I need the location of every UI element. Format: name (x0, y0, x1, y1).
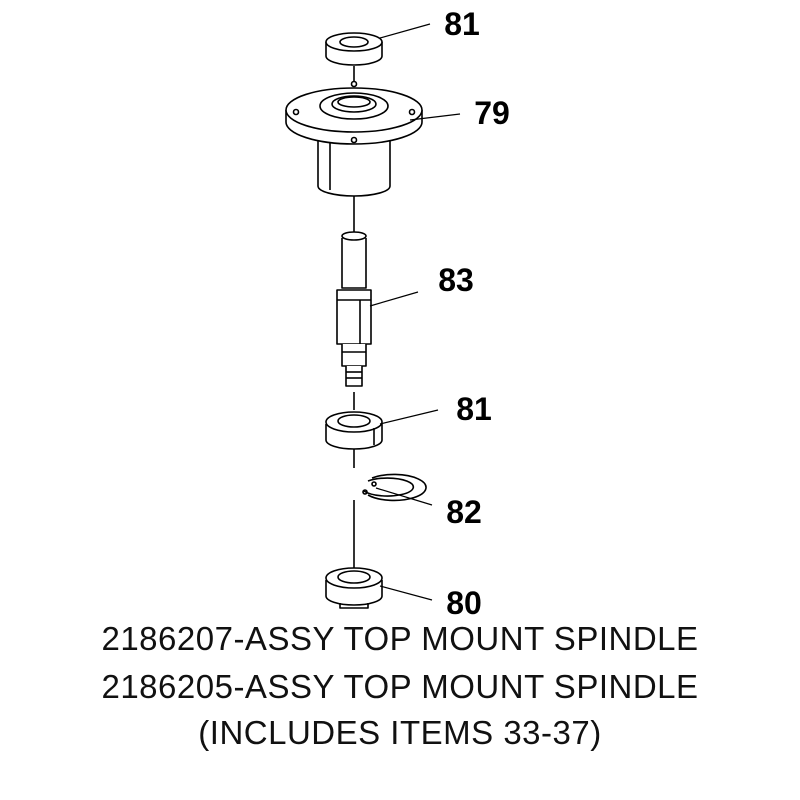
spindle-housing-part (285, 80, 423, 197)
callout-83-shaft: 83 (438, 262, 474, 298)
caption-assembly-line-2: 2186205-ASSY TOP MOUNT SPINDLE (101, 668, 699, 705)
callout-81-upper-bearing: 81 (444, 6, 480, 42)
upper-bearing-part (325, 32, 383, 66)
leader-lines (369, 23, 461, 601)
lower-seal-part (325, 567, 383, 609)
callout-80-lower-seal: 80 (446, 585, 482, 621)
callout-81-lower-bearing: 81 (456, 391, 492, 427)
lower-bearing-part (325, 411, 383, 450)
snap-ring-part (362, 473, 427, 502)
callout-79-housing: 79 (474, 95, 510, 131)
spindle-shaft-part (336, 231, 372, 387)
caption-assembly-line-1: 2186207-ASSY TOP MOUNT SPINDLE (101, 620, 699, 657)
callout-82-snap-ring: 82 (446, 494, 482, 530)
caption-includes-note: (INCLUDES ITEMS 33-37) (198, 714, 602, 751)
